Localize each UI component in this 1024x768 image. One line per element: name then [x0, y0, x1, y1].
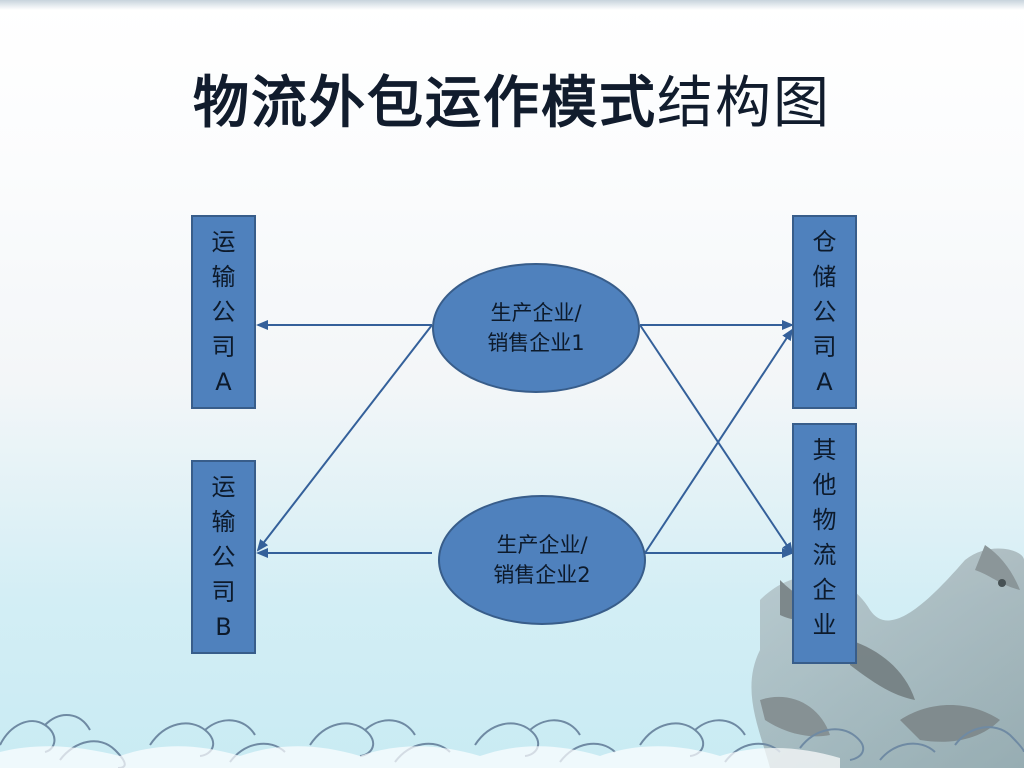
box-char: 物 [812, 506, 837, 534]
box-char: 公 [211, 543, 236, 571]
box-other-logistics: 其 他 物 流 企 业 [792, 423, 857, 664]
box-char: 司 [812, 333, 837, 361]
wave-border [0, 714, 1024, 768]
box-char: 运 [211, 473, 236, 501]
page-title: 物流外包运作模式结构图 [0, 58, 1024, 139]
box-char: 他 [812, 471, 837, 499]
box-char: 司 [211, 578, 236, 606]
box-storage-company-a: 仓 储 公 司 A [792, 215, 857, 409]
top-band [0, 0, 1024, 10]
title-bold-part: 物流外包运作模式 [193, 71, 657, 136]
arrow-e1-to-other-logistics [639, 324, 794, 555]
node-line: 销售企业1 [487, 331, 585, 355]
box-char: 运 [211, 228, 236, 256]
box-char: A [816, 368, 833, 396]
box-char: 业 [812, 611, 837, 639]
box-char: A [215, 368, 232, 396]
box-char: 其 [812, 436, 837, 464]
node-line: 生产企业/ [496, 533, 588, 557]
box-char: 储 [812, 263, 837, 291]
node-line: 生产企业/ [490, 301, 582, 325]
title-light-part: 结构图 [657, 71, 831, 136]
box-char: 仓 [812, 228, 837, 256]
node-line: 销售企业2 [493, 563, 591, 587]
box-char: 司 [211, 333, 236, 361]
box-char: B [215, 613, 232, 641]
box-transport-company-a: 运 输 公 司 A [191, 215, 256, 409]
wave-fill [0, 746, 840, 768]
box-char: 企 [812, 576, 837, 604]
node-enterprise-2: 生产企业/ 销售企业2 [438, 495, 646, 625]
node-enterprise-1: 生产企业/ 销售企业1 [432, 263, 640, 393]
box-char: 输 [211, 263, 236, 291]
arrow-e2-to-storage-a [644, 328, 794, 554]
box-transport-company-b: 运 输 公 司 B [191, 460, 256, 654]
box-char: 公 [812, 298, 837, 326]
box-char: 公 [211, 298, 236, 326]
box-char: 输 [211, 508, 236, 536]
arrow-e1-to-transport-b [256, 324, 433, 552]
box-char: 流 [812, 541, 837, 569]
